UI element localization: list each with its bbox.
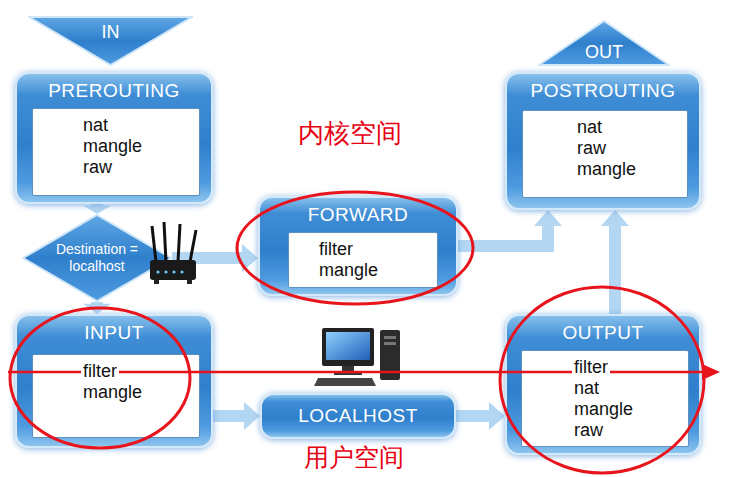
- region-label: 内核空间: [298, 116, 402, 151]
- flow-arrow: [172, 244, 258, 272]
- arrow-shaft: [456, 410, 490, 422]
- flow-arrow: [601, 210, 629, 314]
- shape-text: IN: [102, 21, 120, 43]
- flow-line: [8, 371, 704, 374]
- arrow-head: [242, 244, 258, 272]
- table-name: filter: [572, 357, 610, 378]
- flow-arrowhead: [702, 364, 720, 380]
- shape-text: Destination = localhost: [49, 241, 145, 275]
- table-list: filtermangle: [288, 232, 438, 288]
- table-name: mangle: [81, 136, 144, 157]
- table-name: raw: [572, 420, 605, 441]
- exit-triangle: OUT: [538, 20, 670, 66]
- entry-triangle: IN: [28, 16, 193, 66]
- chain-name: PREROUTING: [48, 79, 180, 103]
- arrow-shaft: [458, 225, 548, 246]
- chain-box: INPUT filtermangle: [15, 314, 213, 448]
- table-list: natrawmangle: [522, 110, 688, 198]
- chain-name: POSTROUTING: [531, 79, 676, 103]
- arrow-shaft: [213, 410, 245, 422]
- highlight-ellipse: [10, 308, 190, 448]
- table-name: raw: [81, 157, 114, 178]
- table-list: natmangleraw: [32, 108, 200, 196]
- highlight-ellipse: [500, 287, 704, 473]
- arrow-shaft: [609, 225, 621, 314]
- chain-name: LOCALHOST: [298, 404, 418, 428]
- flow-arrow: [458, 210, 562, 246]
- chain-box: FORWARD filtermangle: [258, 196, 458, 296]
- arrow-head: [83, 206, 111, 215]
- arrow-head: [83, 304, 111, 314]
- chain-name: FORWARD: [308, 203, 409, 227]
- highlight-ellipse: [237, 192, 473, 304]
- table-list: filtermangle: [32, 354, 200, 438]
- table-name: mangle: [81, 382, 144, 403]
- router-icon: [150, 222, 196, 284]
- table-name: filter: [317, 239, 355, 260]
- table-name: mangle: [317, 260, 380, 281]
- table-name: filter: [81, 361, 119, 382]
- shape-fill: [29, 17, 192, 65]
- chain-box: OUTPUT filternatmangleraw: [505, 314, 701, 455]
- region-label: 用户空间: [304, 441, 404, 474]
- computer-icon: [314, 328, 400, 386]
- flow-arrow: [213, 402, 260, 430]
- chain-name: INPUT: [84, 321, 144, 345]
- flow-arrow: [456, 402, 505, 430]
- table-name: raw: [575, 138, 608, 159]
- shape-text: OUT: [585, 41, 623, 63]
- shape-fill: [23, 215, 171, 301]
- table-name: nat: [572, 378, 601, 399]
- table-name: nat: [575, 117, 604, 138]
- arrow-head: [534, 210, 562, 226]
- decision-diamond: Destination = localhost: [22, 214, 172, 302]
- table-name: nat: [81, 115, 110, 136]
- arrow-head: [489, 402, 505, 430]
- arrow-head: [601, 210, 629, 226]
- arrow-head: [244, 402, 260, 430]
- flow-arrow: [83, 204, 111, 214]
- flow-arrow: [83, 302, 111, 314]
- arrow-shaft: [172, 252, 243, 264]
- table-name: mangle: [575, 159, 638, 180]
- shape-fill: [539, 21, 669, 65]
- table-name: mangle: [572, 399, 635, 420]
- chain-box: PREROUTING natmangleraw: [15, 72, 213, 204]
- chain-name: OUTPUT: [562, 321, 643, 345]
- host-box: LOCALHOST: [260, 393, 456, 439]
- table-list: filternatmangleraw: [521, 350, 689, 447]
- chain-box: POSTROUTING natrawmangle: [505, 72, 701, 210]
